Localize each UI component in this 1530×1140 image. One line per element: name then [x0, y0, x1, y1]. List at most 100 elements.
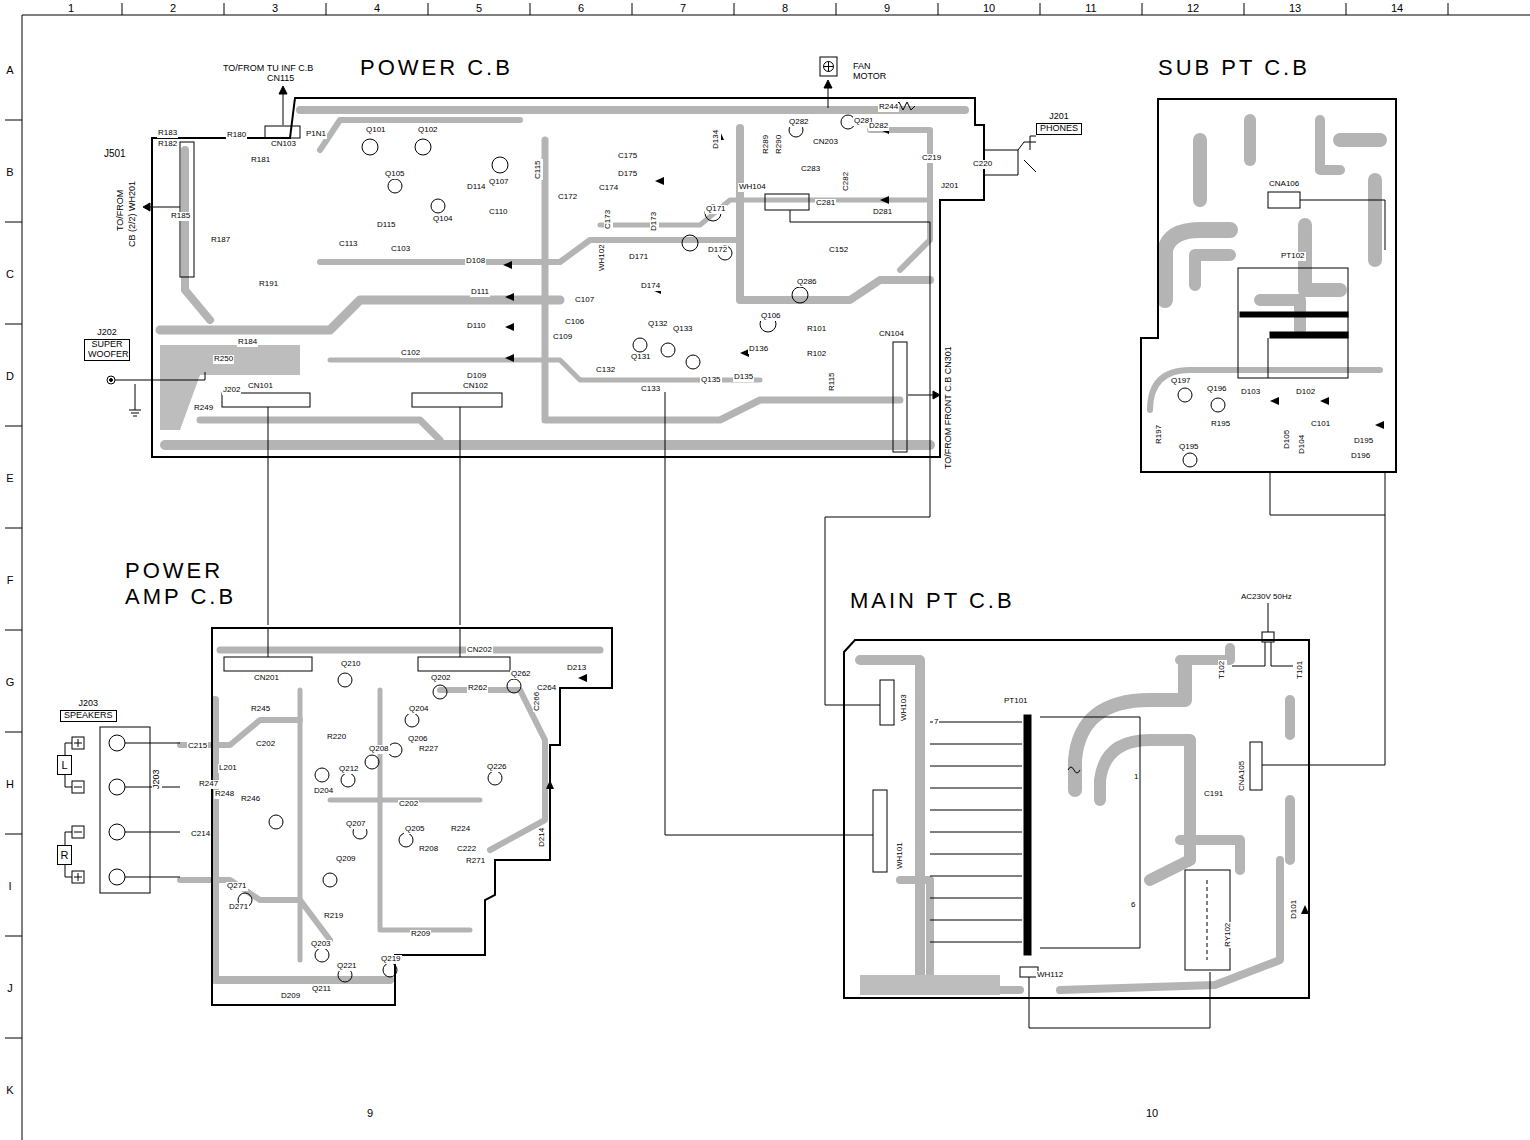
diode-symbol — [578, 674, 587, 682]
transformer-symbol — [1068, 767, 1080, 773]
part-label: D135 — [733, 373, 754, 382]
part-label: L201 — [218, 764, 238, 773]
jack-symbol — [109, 779, 125, 795]
copper-trace — [440, 690, 545, 850]
signal-arrow — [283, 92, 284, 125]
copper-trace — [298, 690, 303, 960]
part-label: C152 — [828, 246, 849, 255]
part-label: R184 — [237, 338, 258, 347]
part-label: Q195 — [1178, 443, 1200, 452]
copper-trace — [330, 360, 760, 380]
board-outline — [1141, 99, 1396, 472]
part-label: Q207 — [345, 820, 367, 829]
part-label: C110 — [488, 208, 509, 217]
diode-symbol — [1375, 421, 1384, 429]
grid-reference: E — [5, 472, 14, 484]
part-label: Q197 — [1170, 377, 1192, 386]
grid-reference: J — [6, 982, 14, 994]
transistor-symbol — [315, 768, 329, 782]
jack-symbol — [109, 824, 125, 840]
board-wire — [268, 458, 269, 625]
part-label: Q106 — [760, 312, 782, 321]
part-label: C281 — [815, 199, 836, 208]
part-label: D136 — [748, 345, 769, 354]
part-label: C282 — [842, 171, 851, 192]
copper-trace — [1193, 140, 1207, 200]
copper-trace — [160, 300, 560, 330]
transistor-symbol — [1183, 453, 1197, 467]
signal-arrow — [143, 80, 940, 399]
diode-symbol — [655, 177, 664, 185]
ruler-frame — [5, 3, 1530, 1140]
copper-trace — [740, 128, 930, 300]
part-label: Q206 — [407, 735, 429, 744]
transistor-symbol — [415, 139, 431, 155]
part-label: C214 — [190, 830, 211, 839]
part-label: T101 — [1296, 660, 1305, 680]
part-label: Q101 — [365, 126, 387, 135]
board-wire — [460, 458, 461, 625]
copper-trace — [1100, 740, 1190, 880]
part-label: C215 — [187, 742, 208, 751]
part-label: CN103 — [270, 140, 297, 149]
jack-name: J202 — [97, 328, 117, 338]
part-label: TO/FROM FRONT C.B CN301 — [944, 345, 954, 470]
connector-header — [873, 790, 887, 872]
transistor-symbol — [488, 771, 502, 785]
transformer-symbol — [895, 102, 1348, 970]
part-label: D104 — [1298, 434, 1307, 455]
diode-symbol — [505, 323, 514, 331]
part-label: Q105 — [384, 170, 406, 179]
part-label: Q131 — [630, 353, 652, 362]
part-label: Q102 — [417, 126, 439, 135]
part-label: C103 — [390, 245, 411, 254]
part-label: 1 — [1133, 773, 1139, 782]
grid-reference: 7 — [679, 2, 687, 14]
part-label: T102 — [1218, 660, 1227, 680]
wire — [268, 200, 1385, 1028]
board-wire — [825, 458, 930, 705]
connector-header — [880, 680, 894, 725]
part-label: D105 — [1283, 429, 1292, 450]
jack-symbol — [109, 735, 125, 751]
copper-trace — [320, 120, 520, 150]
grid-reference: C — [5, 268, 15, 280]
channel-box: L — [57, 755, 72, 775]
board-outline — [844, 640, 1309, 998]
part-label: D209 — [280, 992, 301, 1001]
part-label: CN104 — [878, 330, 905, 339]
wire — [1268, 603, 1269, 632]
part-label: R102 — [806, 350, 827, 359]
part-label: C283 — [800, 165, 821, 174]
part-label: Q208 — [368, 745, 390, 754]
part-label: P1N1 — [305, 130, 327, 139]
part-label: C115 — [534, 159, 543, 180]
part-label: Q107 — [488, 178, 510, 187]
part-label: J201 — [940, 182, 959, 191]
ground-pour — [160, 345, 1000, 995]
part-label: Q133 — [672, 325, 694, 334]
grid-reference: A — [5, 64, 14, 76]
part-label: Q196 — [1206, 385, 1228, 394]
part-label: D271 — [228, 903, 249, 912]
transistor-symbol — [792, 287, 808, 303]
transistor-symbol — [388, 743, 402, 757]
board-outline — [843, 638, 1311, 1000]
signal-arrow — [150, 207, 180, 208]
part-label: CNA105 — [1238, 760, 1247, 792]
part-label: R209 — [410, 930, 431, 939]
transistor-symbol — [269, 815, 283, 829]
copper-trace — [1285, 700, 1295, 860]
grid-reference: 9 — [366, 1107, 374, 1119]
transistor-symbol — [338, 673, 352, 687]
part-label: Q104 — [432, 215, 454, 224]
channel-box: R — [57, 845, 72, 865]
board-outline — [152, 98, 984, 457]
copper-trace — [1150, 370, 1380, 410]
part-label: C266 — [533, 691, 542, 712]
diode-symbol — [1320, 397, 1329, 405]
copper-trace — [1075, 665, 1185, 790]
part-label: CB (2/2) WH201 — [128, 180, 138, 248]
connector-header — [1250, 742, 1262, 790]
